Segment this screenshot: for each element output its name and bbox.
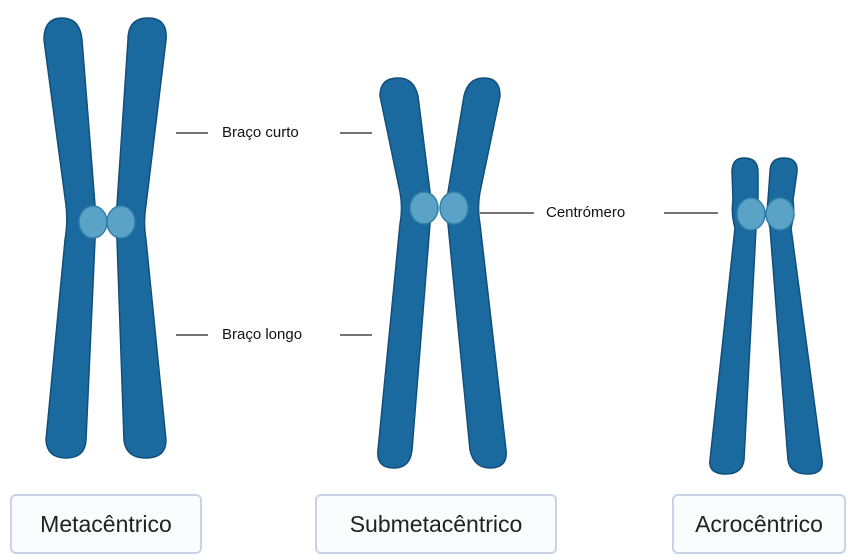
acrocentric-centromere-right [766, 198, 794, 230]
acrocentric-centromere-left [737, 198, 765, 230]
submetacentric-centromere-right [440, 192, 468, 224]
acrocentric-chromosome [710, 158, 822, 474]
metacentric-label: Metacêntrico [40, 511, 172, 538]
submetacentric-label-box: Submetacêntrico [315, 494, 557, 554]
short-arm-label: Braço curto [222, 124, 299, 141]
centromere-label: Centrómero [546, 204, 625, 221]
acrocentric-label-box: Acrocêntrico [672, 494, 846, 554]
metacentric-centromere-left [79, 206, 107, 238]
submetacentric-left-chromatid [378, 78, 432, 468]
submetacentric-right-chromatid [447, 78, 507, 468]
leader-lines [176, 133, 718, 335]
acrocentric-label: Acrocêntrico [695, 511, 823, 538]
submetacentric-label: Submetacêntrico [350, 511, 523, 538]
submetacentric-chromosome [378, 78, 506, 468]
metacentric-centromere-right [107, 206, 135, 238]
metacentric-label-box: Metacêntrico [10, 494, 202, 554]
metacentric-chromosome [44, 18, 166, 458]
long-arm-label: Braço longo [222, 326, 302, 343]
submetacentric-centromere-left [410, 192, 438, 224]
